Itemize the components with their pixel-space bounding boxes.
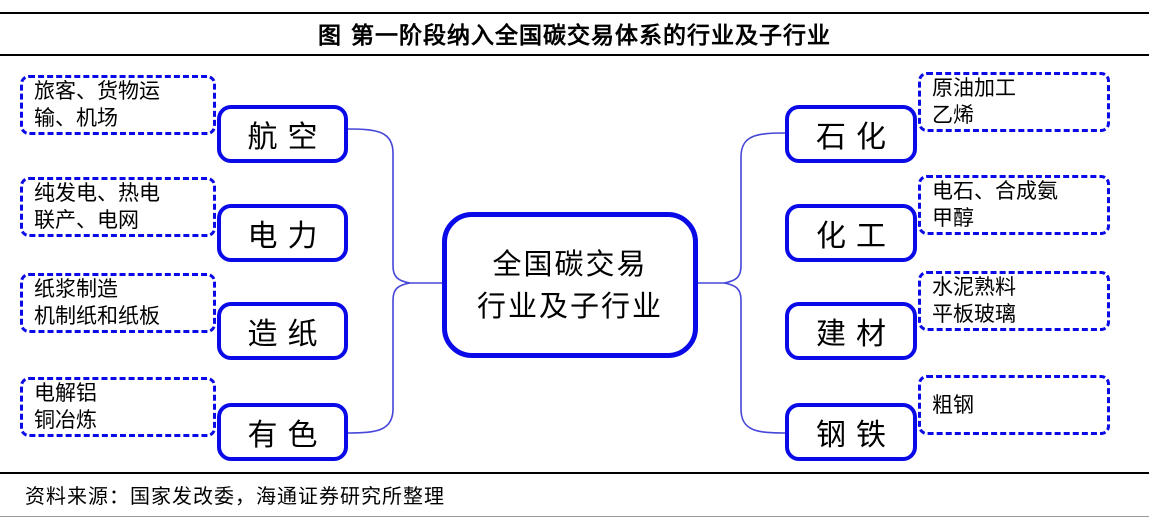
industry-box-aviation: 航空: [217, 105, 348, 163]
sub-box-line: 旅客、货物运: [34, 79, 160, 103]
sub-box-line: 水泥熟料: [932, 275, 1016, 299]
industry-box-chemical: 化工: [785, 204, 917, 262]
industry-box-paper: 造纸: [217, 302, 348, 360]
sub-box-power: 纯发电、热电 联产、电网: [20, 177, 216, 237]
sub-box-line: 电解铝: [34, 381, 97, 405]
sub-box-paper: 纸浆制造 机制纸和纸板: [20, 273, 216, 333]
sub-box-line: 甲醇: [932, 206, 974, 230]
left-brace-connector: [347, 128, 442, 434]
top-rule: [0, 12, 1149, 14]
sub-box-building-materials: 水泥熟料 平板玻璃: [918, 271, 1110, 331]
industry-box-building-materials: 建材: [785, 302, 917, 360]
sub-box-aviation: 旅客、货物运 输、机场: [20, 75, 216, 135]
sub-box-line: 原油加工: [932, 76, 1016, 100]
source-note: 资料来源：国家发改委，海通证券研究所整理: [25, 484, 445, 508]
sub-box-petrochemical: 原油加工 乙烯: [918, 72, 1110, 132]
bottom-rule: [0, 516, 1149, 517]
figure-title: 图 第一阶段纳入全国碳交易体系的行业及子行业: [317, 22, 831, 49]
sub-box-line: 输、机场: [34, 106, 118, 130]
sub-box-nonferrous: 电解铝 铜冶炼: [20, 377, 216, 437]
sub-box-line: 铜冶炼: [34, 408, 97, 432]
source-divider-rule: [0, 472, 1149, 474]
industry-box-petrochemical: 石化: [785, 105, 917, 163]
sub-box-line: 粗钢: [932, 392, 974, 417]
sub-box-line: 纸浆制造: [34, 277, 118, 301]
title-underline-rule: [0, 54, 1149, 56]
sub-box-steel: 粗钢: [918, 375, 1110, 435]
sub-box-line: 电石、合成氨: [932, 179, 1058, 203]
industry-box-power: 电力: [217, 204, 348, 262]
sub-box-line: 乙烯: [932, 103, 974, 127]
center-node-line1: 全国碳交易: [492, 247, 648, 281]
industry-box-nonferrous: 有色: [217, 403, 348, 461]
sub-box-line: 机制纸和纸板: [34, 304, 160, 328]
center-node-line2: 行业及子行业: [476, 289, 663, 323]
industry-box-steel: 钢铁: [785, 403, 917, 461]
sub-box-line: 联产、电网: [34, 208, 139, 232]
center-node: 全国碳交易 行业及子行业: [442, 212, 698, 358]
sub-box-line: 平板玻璃: [932, 302, 1016, 326]
sub-box-line: 纯发电、热电: [34, 181, 160, 205]
right-brace-connector: [698, 132, 786, 434]
sub-box-chemical: 电石、合成氨 甲醇: [918, 175, 1110, 235]
